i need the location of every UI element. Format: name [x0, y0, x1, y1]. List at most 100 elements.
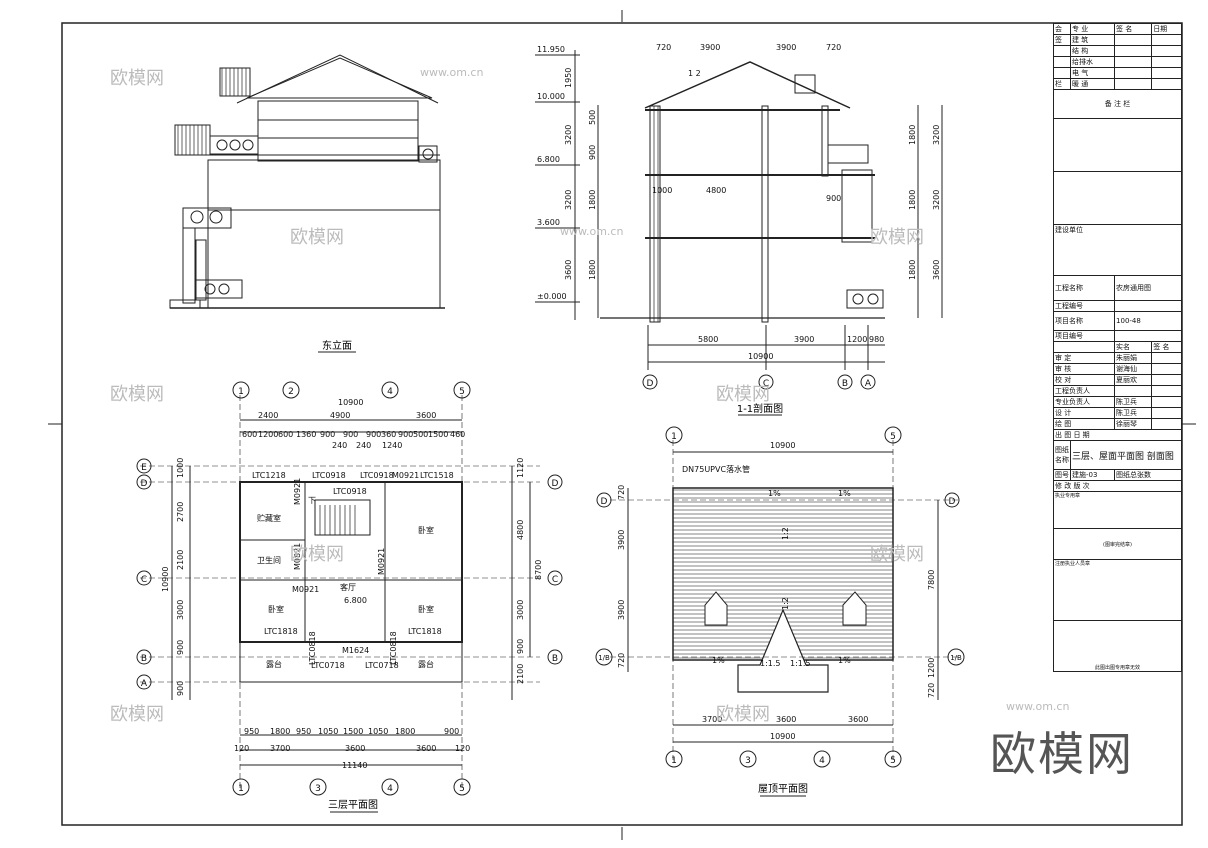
roof-dim-top: 10900 [770, 441, 795, 450]
roof-axis-left-d: D [601, 497, 608, 507]
plan-axis-left-1: E [141, 463, 147, 473]
plan-b2-2: 3700 [270, 744, 290, 753]
section-left-dim-4: 3600 [564, 260, 573, 280]
plan-label-17: LTC0818 [389, 631, 398, 665]
plan-dim-r2-12: 460 [450, 430, 465, 439]
section-axis-b: B [842, 379, 848, 389]
section-mid-dim-4: 1800 [588, 260, 597, 280]
plan-label-14: LTC0718 [311, 661, 345, 670]
plan-label-4: M0921 [392, 471, 419, 480]
tb-disc-4: 暖 通 [1069, 78, 1116, 90]
tb-number: 建施-03 [1069, 469, 1116, 481]
watermark-url: www.om.cn [560, 225, 624, 238]
plan-b1-7: 1800 [395, 727, 415, 736]
watermark: 欧模网 [870, 227, 924, 248]
tb-side2: 栏 [1053, 78, 1071, 90]
tb-item-name: 100-48 [1114, 311, 1182, 331]
section-bottom-dim-1: 5800 [698, 335, 718, 344]
tb-drawing-label: 图纸名称 [1053, 440, 1071, 470]
roof-axis-bottom-1: 1 [671, 756, 677, 766]
tb-proj-name: 农房通用图 [1114, 275, 1182, 301]
plan-axis-bottom-1: 1 [238, 784, 244, 794]
plan-label-1: LTC1218 [252, 471, 286, 480]
plan-dim-r2-3: 600 [278, 430, 293, 439]
roof-slope-4: 1:2 [781, 597, 790, 610]
section-right-dim-5: 3200 [932, 190, 941, 210]
tb-staff-h1: 签 名 [1151, 341, 1182, 353]
section-inner-1: 1000 [652, 186, 672, 195]
room-bedroom-1: 卧室 [418, 525, 434, 535]
tb-staff-role: 校 对 [1052, 374, 1116, 386]
plan-dim-r2-8: 360 [381, 430, 396, 439]
tb-staff-role: 审 核 [1052, 363, 1116, 375]
watermark: 欧模网 [870, 544, 924, 565]
plan-dim-r2-9: 900 [398, 430, 413, 439]
section-axis-d: D [647, 379, 654, 389]
plan-label-13: M1624 [342, 646, 369, 655]
plan-left-1: 1000 [176, 458, 185, 478]
tb-sheet-label: 图纸总张数 [1114, 469, 1182, 481]
plan-b1-2: 1800 [270, 727, 290, 736]
plan-axis-left-3: C [141, 575, 147, 585]
section-bottom-dim-4: 980 [869, 335, 884, 344]
plan-b2-5: 120 [455, 744, 470, 753]
tb-staff-name: 谢海仙 [1114, 363, 1153, 375]
tb-staff-name: 朱丽娟 [1114, 352, 1153, 364]
plan-label-10: M0921 [377, 548, 386, 575]
plan-axis-bottom-2: 3 [315, 784, 321, 794]
watermark: 欧模网 [716, 704, 770, 725]
plan-axis-bottom-3: 4 [387, 784, 393, 794]
plan-dim-r3-2: 240 [356, 441, 371, 450]
plan-b1-3: 950 [296, 727, 311, 736]
brand-logo-text: 欧模网 [990, 727, 1134, 781]
tb-builder: 建设单位 [1053, 224, 1182, 276]
section-title: 1-1剖面图 [737, 402, 783, 415]
plan-b1-1: 950 [244, 727, 259, 736]
plan-axis-left-5: A [141, 679, 148, 689]
plan-dim-top-1: 2400 [258, 411, 278, 420]
tb-side: 签 [1053, 34, 1071, 46]
plan-dim-top-3: 3600 [416, 411, 436, 420]
section-top-dim-2: 3900 [700, 43, 720, 52]
plan-left-2: 2700 [176, 502, 185, 522]
plan-label-2: LTC0918 [312, 471, 346, 480]
roof-right-3: 720 [927, 683, 936, 698]
section-inner-2: 4800 [706, 186, 726, 195]
plan-axis-top-2: 2 [288, 387, 294, 397]
roof-title: 屋顶平面图 [758, 783, 808, 795]
tb-staff-role: 审 定 [1052, 352, 1116, 364]
plan-label-3: LTC0918 [360, 471, 394, 480]
plan-label-12: LTC1818 [408, 627, 442, 636]
tb-hdr-1: 专 业 [1069, 23, 1116, 35]
plan-b2-1: 120 [234, 744, 249, 753]
watermark: 欧模网 [110, 704, 164, 725]
plan-axis-bottom-4: 5 [459, 784, 465, 794]
plan-right-3: 3000 [516, 600, 525, 620]
section-right-dim-6: 3600 [932, 260, 941, 280]
tb-hdr-2: 签 名 [1114, 23, 1153, 35]
roof-axis-right-b: 1/B [950, 654, 962, 662]
plan-dim-top-total: 10900 [338, 398, 363, 407]
room-terrace-1: 露台 [266, 659, 282, 669]
level-5: ±0.000 [537, 292, 567, 301]
plan-left-3: 2100 [176, 550, 185, 570]
roof-pipe: DN75UPVC落水管 [682, 464, 750, 474]
roof-bottom-3: 3600 [848, 715, 868, 724]
watermark: 欧模网 [716, 384, 770, 405]
plan-label-11: LTC1818 [264, 627, 298, 636]
tb-staff-role: 工程负责人 [1052, 385, 1116, 397]
plan-right-4: 900 [516, 639, 525, 654]
plan-dim-r2-2: 1200 [258, 430, 278, 439]
level-4: 3.600 [537, 218, 560, 227]
third-floor-plan [140, 395, 540, 790]
plan-left-4: 3000 [176, 600, 185, 620]
tb-seal3: 注册执业人员章 [1053, 559, 1182, 621]
tb-disc-2: 给排水 [1069, 56, 1116, 68]
plan-axis-top-1: 1 [238, 387, 244, 397]
plan-axis-top-3: 4 [387, 387, 393, 397]
plan-left-5: 900 [176, 640, 185, 655]
plan-right-1: 1120 [516, 458, 525, 478]
tb-staff-name: 徐丽琴 [1114, 418, 1153, 430]
plan-right-5: 2100 [516, 664, 525, 684]
